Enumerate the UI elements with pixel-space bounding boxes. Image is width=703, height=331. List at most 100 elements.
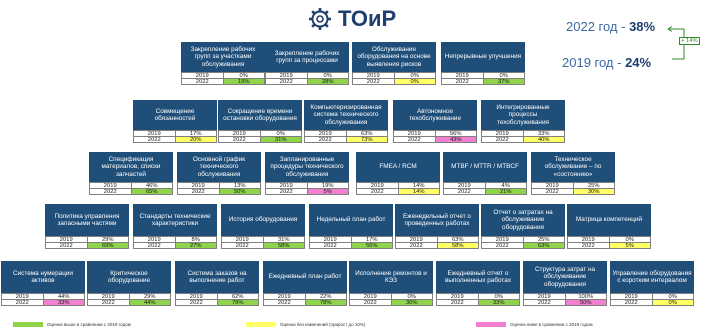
score-2019: 44%: [43, 293, 84, 300]
legend-text: Оценка без изменений (прирост до 10%): [280, 322, 366, 327]
year-label: 2019: [524, 293, 566, 300]
title-text: ТОиР: [338, 6, 397, 31]
year-label: 2022: [134, 136, 176, 143]
stat-2022-label: 2022 год -: [566, 19, 630, 34]
gear-icon: [309, 8, 331, 30]
year-label: 2022: [353, 78, 395, 85]
score-2019: 0%: [307, 72, 348, 79]
metric-title: Критическое оборудование: [87, 261, 171, 293]
delta-arrow-icon: [667, 26, 685, 60]
score-2022: 37%: [483, 78, 524, 85]
legend-swatch: [13, 322, 43, 327]
metric-card: Интегрированные процессы техобслуживания…: [481, 100, 565, 143]
year-label: 2022: [266, 188, 308, 195]
metric-title: Непрерывные улучшения: [441, 42, 525, 72]
stat-2019: 2019 год - 24%: [562, 55, 651, 70]
legend-swatch: [476, 322, 506, 327]
year-label: 2019: [90, 182, 132, 189]
page-title: ТОиР: [308, 6, 396, 32]
metric-title: Техническое обслуживание – по «состоянию…: [531, 152, 615, 182]
metric-title: Закрепление рабочих групп за участками о…: [181, 42, 265, 72]
score-2022: 69%: [87, 242, 128, 249]
score-2019: 17%: [351, 236, 392, 243]
metric-title: Ежедневный отчет о выполненных работах: [436, 261, 520, 293]
year-label: 2022: [222, 242, 264, 249]
year-label: 2019: [442, 72, 484, 79]
score-2019: 63%: [346, 130, 387, 137]
score-2022: 27%: [175, 242, 216, 249]
score-2022: 14%: [398, 188, 439, 195]
metric-title: Еженедельный отчет о проведенных работах: [395, 204, 479, 236]
year-label: 2022: [182, 78, 224, 85]
metric-title: Интегрированные процессы техобслуживания: [481, 100, 565, 130]
year-label: 2019: [444, 182, 486, 189]
metric-title: Ежедневный план работ: [263, 261, 347, 293]
stat-2022: 2022 год - 38%: [566, 19, 655, 34]
year-label: 2019: [482, 130, 524, 137]
score-2019: 22%: [305, 293, 346, 300]
year-label: 2019: [437, 293, 479, 300]
score-2022: 50%: [565, 299, 606, 306]
score-2019: 0%: [609, 236, 650, 243]
year-label: 2019: [88, 293, 130, 300]
score-2022: 73%: [346, 136, 387, 143]
year-label: 2022: [524, 299, 566, 306]
score-2022: 33%: [43, 299, 84, 306]
score-2022: 19%: [223, 78, 264, 85]
score-2019: 0%: [483, 72, 524, 79]
year-label: 2019: [46, 236, 88, 243]
metric-title: Сокращение времени остановки оборудовани…: [218, 100, 302, 130]
score-2019: 63%: [437, 236, 478, 243]
score-2019: 25%: [573, 182, 614, 189]
year-label: 2019: [396, 236, 438, 243]
score-2022: 33%: [478, 299, 519, 306]
year-label: 2019: [178, 182, 220, 189]
year-label: 2019: [353, 72, 395, 79]
year-label: 2019: [266, 72, 308, 79]
score-2019: 0%: [391, 293, 432, 300]
metric-title: Система заказов на выполнение работ: [175, 261, 259, 293]
year-label: 2022: [219, 136, 261, 143]
score-2019: 33%: [523, 130, 564, 137]
metric-title: Компьютеризированная система техническог…: [304, 100, 388, 130]
stat-2022-value: 38%: [629, 19, 656, 34]
score-2022: 0%: [394, 78, 435, 85]
metric-card: Обслуживание оборудования на основе выяв…: [352, 42, 436, 85]
metric-title: FMEA / RCM: [356, 152, 440, 182]
score-2019: 29%: [87, 236, 128, 243]
year-label: 2022: [396, 242, 438, 249]
metric-card: Еженедельный отчет о проведенных работах…: [395, 204, 479, 249]
